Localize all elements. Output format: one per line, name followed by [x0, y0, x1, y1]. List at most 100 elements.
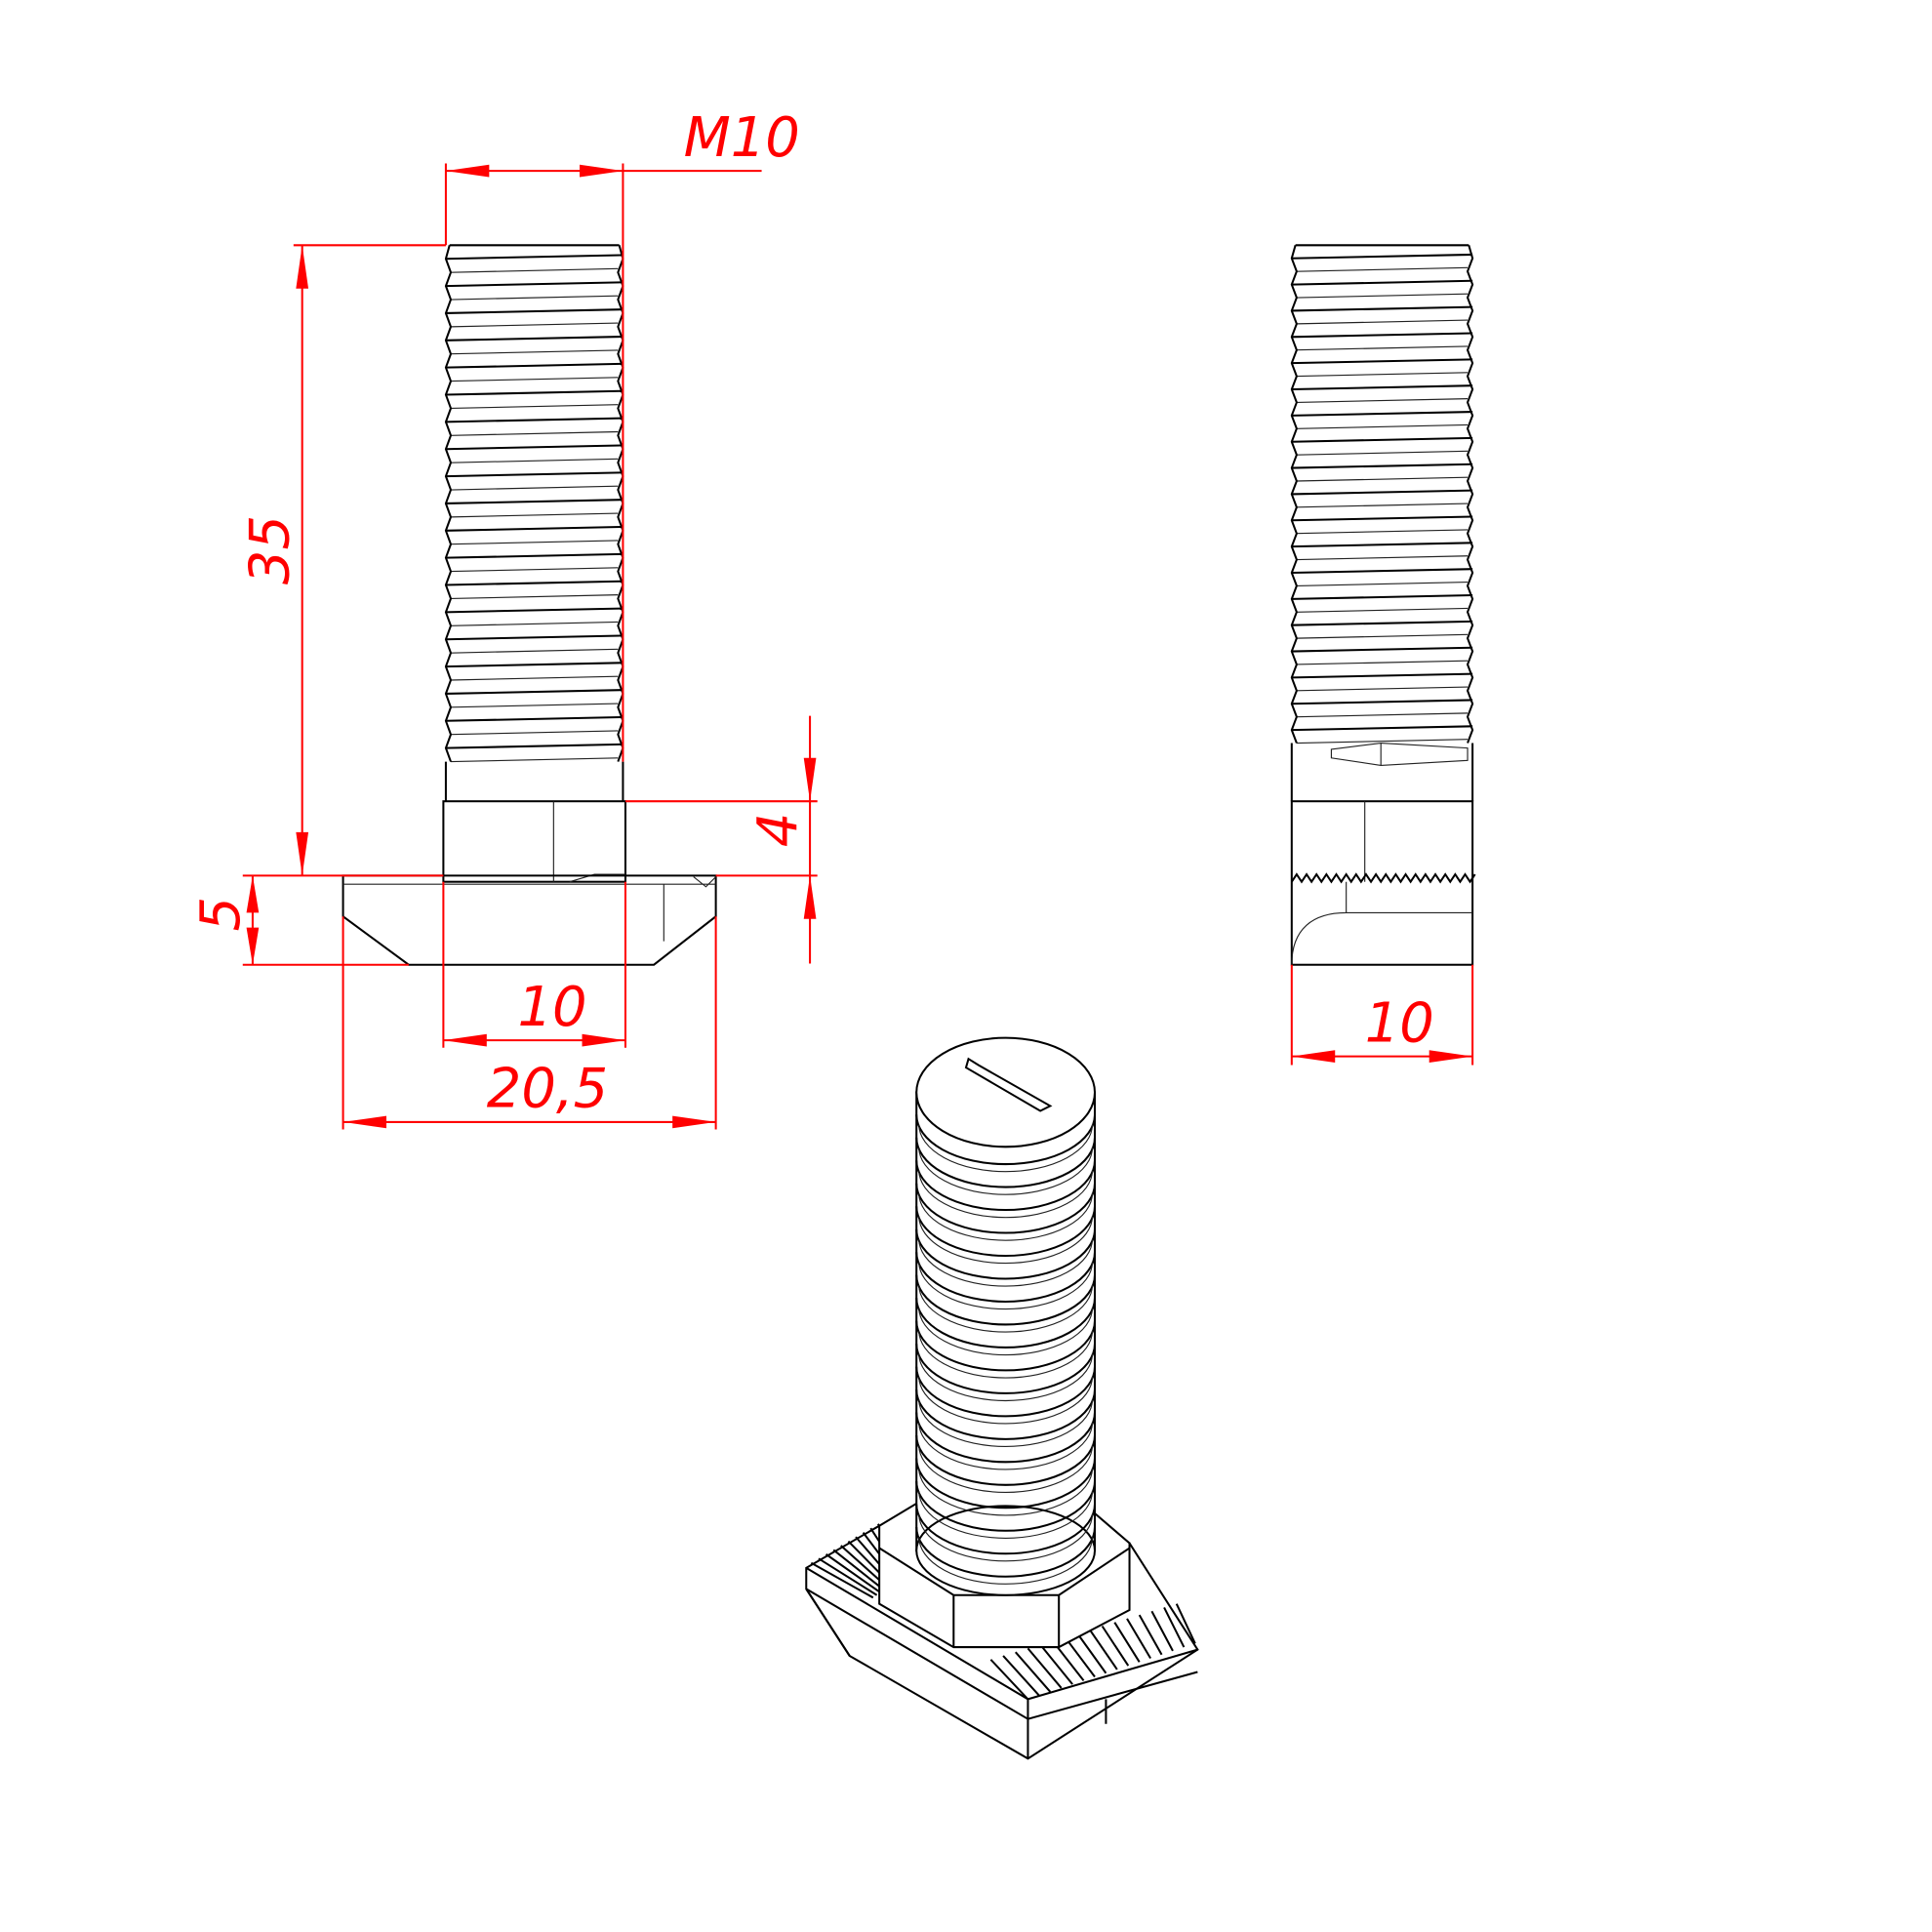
dim-label-10-front: 10: [518, 976, 587, 1039]
thread-root: [450, 621, 619, 626]
dimensions: M10 35 5 4 10 20,5 1: [189, 106, 1474, 1130]
thread-crest: [445, 743, 624, 749]
dim-side-width-10: 10: [1290, 964, 1474, 1066]
thread-root: [1296, 345, 1469, 351]
thread-root: [450, 295, 619, 301]
dim-label-35: 35: [239, 515, 302, 584]
iso-thread-root: [918, 1308, 1094, 1356]
thread-crest: [1291, 672, 1473, 679]
thread-root: [1296, 476, 1469, 482]
iso-thread-ring: [915, 1114, 1097, 1166]
iso-thread-ring: [915, 1274, 1097, 1326]
front-neck: [442, 800, 626, 883]
thread-root: [1296, 423, 1469, 429]
thread-crest: [1291, 358, 1473, 365]
thread-crest: [445, 254, 624, 261]
thread-root: [1296, 607, 1469, 613]
iso-ridge-right: [1113, 1622, 1141, 1663]
front-neck-edge: [552, 801, 625, 883]
thread-root: [450, 430, 619, 436]
dim-head-5: 5: [189, 875, 409, 966]
iso-thread-root: [918, 1468, 1094, 1516]
thread-root: [450, 703, 619, 708]
dim-label-m10: M10: [684, 106, 800, 170]
iso-ridge-right: [1039, 1643, 1073, 1685]
thread-root: [450, 567, 619, 573]
thread-root: [1296, 582, 1469, 586]
thread-root: [1296, 293, 1469, 299]
thread-crest: [1291, 463, 1473, 469]
iso-ridge-right: [1126, 1618, 1151, 1660]
thread-root: [1296, 555, 1469, 561]
dim-label-10-side: 10: [1365, 991, 1434, 1055]
thread-root: [1296, 529, 1469, 535]
thread-root: [1296, 633, 1469, 639]
thread-crest: [445, 689, 624, 695]
thread-root: [450, 540, 619, 545]
thread-root: [1296, 450, 1469, 456]
thread-crest: [1291, 436, 1473, 443]
thread-profile-left: [444, 245, 453, 762]
thread-crest: [445, 444, 624, 451]
thread-root: [450, 594, 619, 600]
front-head: [342, 874, 717, 966]
thread-crest: [1291, 489, 1473, 496]
dim-head-width-20-5: 20,5: [342, 916, 717, 1130]
dim-neck-width-10: 10: [442, 881, 626, 1048]
side-body-edges: [1291, 801, 1473, 965]
isometric-view: [805, 1036, 1199, 1760]
thread-crest: [445, 281, 624, 288]
iso-thread: [915, 1091, 1097, 1596]
iso-thread-ring: [915, 1504, 1097, 1555]
iso-ridge-right: [1138, 1614, 1163, 1656]
thread-root: [450, 404, 619, 410]
thread-profile-right: [1466, 245, 1474, 744]
iso-thread-ring: [915, 1137, 1097, 1188]
thread-root: [1296, 660, 1469, 665]
iso-ridge-right: [1064, 1636, 1096, 1678]
iso-thread-ring: [915, 1206, 1097, 1257]
thread-crest: [445, 634, 624, 641]
thread-root: [1296, 686, 1469, 692]
thread-root: [1296, 319, 1469, 325]
iso-thread-root: [918, 1445, 1094, 1493]
thread-crest: [445, 335, 624, 342]
iso-thread-root: [918, 1147, 1094, 1195]
thread-root: [1296, 712, 1469, 718]
thread-crest: [445, 607, 624, 614]
iso-ridge-left: [825, 1553, 882, 1594]
thread-crest: [445, 362, 624, 369]
iso-thread-ring: [915, 1389, 1097, 1440]
iso-thread-ring: [915, 1252, 1097, 1303]
iso-thread-root: [918, 1353, 1094, 1402]
thread-crest: [445, 389, 624, 396]
front-shank: [444, 761, 624, 802]
thread-crest: [1291, 411, 1473, 417]
iso-thread-root: [918, 1216, 1094, 1265]
iso-ridge-right: [1002, 1655, 1040, 1697]
iso-bolt-body: [915, 1091, 1097, 1552]
thread-root: [450, 458, 619, 463]
thread-root: [450, 267, 619, 273]
iso-bolt-bottom: [915, 1505, 1097, 1596]
iso-thread-ring: [915, 1435, 1097, 1486]
thread-root: [1296, 372, 1469, 378]
side-serration: [1290, 872, 1476, 884]
thread-root: [450, 757, 619, 763]
front-thread: [444, 244, 624, 763]
iso-thread-root: [918, 1238, 1094, 1287]
iso-thread-root: [918, 1513, 1094, 1562]
thread-crest: [1291, 279, 1473, 286]
iso-ridge-right: [1015, 1651, 1052, 1693]
iso-thread-ring: [915, 1183, 1097, 1234]
iso-bolt-top: [915, 1036, 1097, 1148]
side-shank: [1290, 743, 1474, 802]
iso-thread-root: [918, 1537, 1094, 1585]
iso-ridge-right: [1101, 1625, 1130, 1667]
iso-thread-root: [918, 1192, 1094, 1241]
iso-thread-root: [918, 1422, 1094, 1470]
thread-root: [450, 675, 619, 681]
dim-label-4: 4: [746, 813, 810, 848]
